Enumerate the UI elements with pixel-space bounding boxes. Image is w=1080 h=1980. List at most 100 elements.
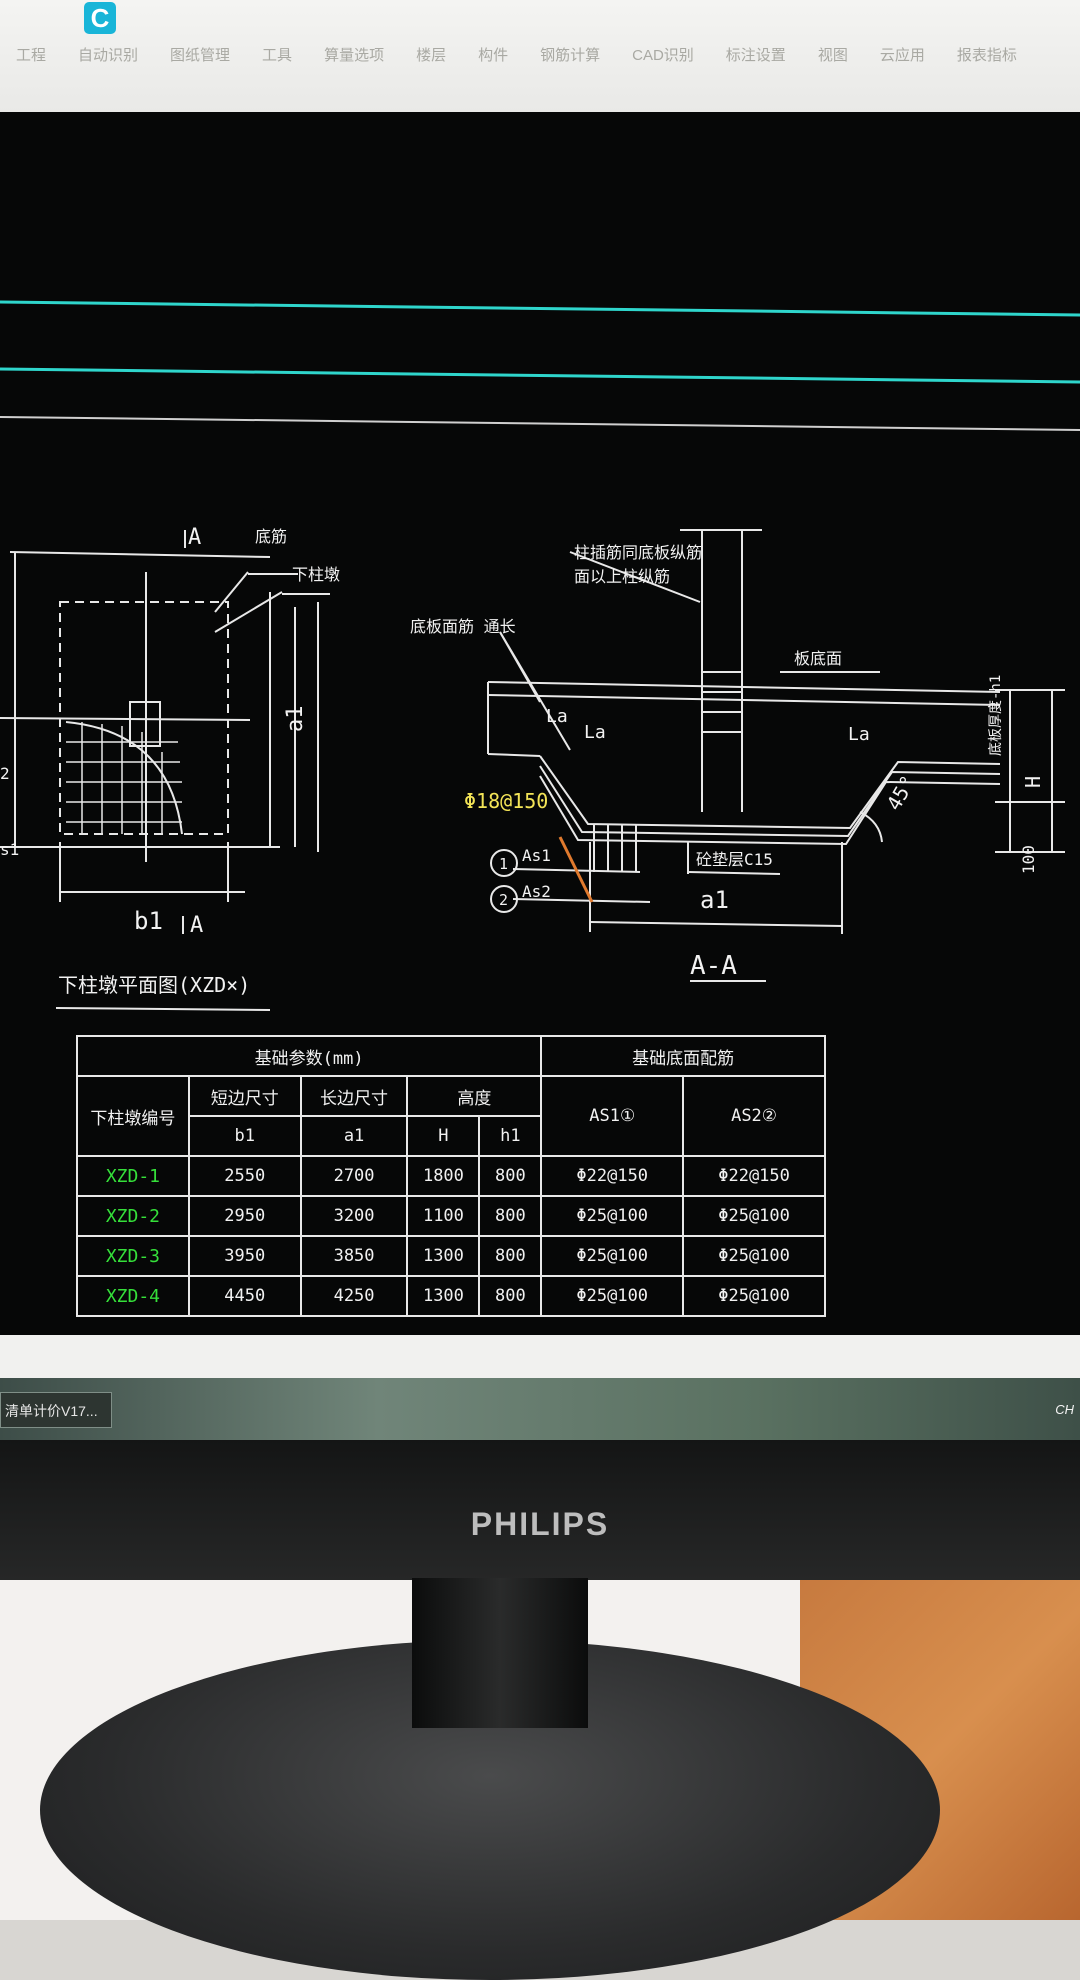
rebar-highlight bbox=[558, 836, 594, 903]
table-group-params: 基础参数(mm) bbox=[75, 1035, 543, 1077]
monitor-brand-logo: PHILIPS bbox=[470, 1506, 610, 1542]
monitor-bezel bbox=[0, 1440, 1080, 1580]
plan-section-mark-bottom: A bbox=[190, 913, 203, 938]
plan-view bbox=[0, 530, 330, 1011]
table-sub-h1: h1 bbox=[478, 1115, 543, 1157]
table-cell-h1: 800 bbox=[478, 1275, 543, 1317]
table-col-id: 下柱墩编号 bbox=[76, 1075, 190, 1157]
table-cell-H: 1300 bbox=[406, 1235, 481, 1277]
ribbon-menu-item[interactable]: 图纸管理 bbox=[170, 47, 231, 64]
table-cell-id: XZD-3 bbox=[76, 1235, 190, 1277]
section-label-a1: a1 bbox=[700, 886, 729, 914]
section-label-h1: 底板厚度-h1 bbox=[988, 675, 1004, 756]
plan-label-b1: b1 bbox=[134, 907, 163, 935]
plan-label-bottom: 底筋 bbox=[255, 527, 287, 546]
cad-canvas[interactable]: A A 底筋 下柱墩 b1 a1 2 s1 下柱墩平面图(XZD×) bbox=[0, 112, 1080, 1337]
section-circle1-text: 1 bbox=[499, 855, 508, 873]
app-logo-icon[interactable]: C bbox=[84, 2, 116, 34]
taskbar-item[interactable]: 清单计价V17... bbox=[0, 1392, 112, 1428]
table-cell-a1: 3200 bbox=[299, 1195, 409, 1237]
tray-language[interactable]: CH bbox=[1055, 1402, 1074, 1417]
section-label-pad: 砼垫层C15 bbox=[696, 850, 773, 869]
plan-section-mark-top: A bbox=[188, 525, 201, 550]
ribbon-menu-item[interactable]: 云应用 bbox=[879, 47, 925, 64]
table-cell-id: XZD-2 bbox=[76, 1195, 190, 1237]
table-cell-b1: 2950 bbox=[187, 1195, 302, 1237]
taskbar: 清单计价V17... CH bbox=[0, 1378, 1080, 1440]
cyan-line-1 bbox=[0, 300, 1080, 317]
section-label-slab: 板底面 bbox=[794, 649, 842, 668]
table-col-short: 短边尺寸 bbox=[187, 1075, 302, 1117]
ribbon-menu-item[interactable]: 工具 bbox=[262, 47, 293, 64]
table-cell-id: XZD-1 bbox=[76, 1155, 190, 1197]
table-sub-H: H bbox=[406, 1115, 481, 1157]
table-cell-as1: Φ22@150 bbox=[540, 1155, 685, 1197]
table-col-long: 长边尺寸 bbox=[299, 1075, 409, 1117]
table-col-as1: AS1① bbox=[540, 1075, 685, 1157]
table-cell-b1: 4450 bbox=[187, 1275, 302, 1317]
table-cell-H: 1300 bbox=[406, 1275, 481, 1317]
ribbon-menu-item[interactable]: 自动识别 bbox=[78, 47, 139, 64]
section-label-top-note: 柱插筋同底板纵筋 bbox=[574, 543, 702, 562]
table-cell-as1: Φ25@100 bbox=[540, 1235, 685, 1277]
cyan-line-2 bbox=[0, 367, 1080, 384]
plan-label-2: 2 bbox=[0, 764, 10, 783]
ribbon-menu-item[interactable]: CAD识别 bbox=[632, 47, 694, 64]
plan-caption: 下柱墩平面图(XZD×) bbox=[58, 973, 250, 997]
section-label-top-note2: 面以上柱纵筋 bbox=[574, 567, 670, 586]
table-col-as2: AS2② bbox=[682, 1075, 826, 1157]
section-label-la3: La bbox=[848, 724, 870, 745]
plan-label-col: 下柱墩 bbox=[292, 565, 340, 584]
table-cell-as2: Φ25@100 bbox=[682, 1235, 826, 1277]
section-circle2-text: 2 bbox=[499, 891, 508, 909]
plan-label-a1: a1 bbox=[283, 706, 308, 733]
ribbon-menu-item[interactable]: 视图 bbox=[817, 47, 848, 64]
table-cell-b1: 3950 bbox=[187, 1235, 302, 1277]
ribbon-menu-item[interactable]: 标注设置 bbox=[725, 47, 786, 64]
table-cell-as1: Φ25@100 bbox=[540, 1275, 685, 1317]
gray-line bbox=[0, 416, 1080, 431]
section-label-side: 底板面筋 通长 bbox=[410, 617, 516, 636]
table-cell-H: 1800 bbox=[406, 1155, 481, 1197]
monitor-stand-neck bbox=[412, 1578, 588, 1728]
table-cell-id: XZD-4 bbox=[76, 1275, 190, 1317]
table-cell-as2: Φ22@150 bbox=[682, 1155, 826, 1197]
screen-bottom-strip bbox=[0, 1335, 1080, 1378]
cad-drawing-area[interactable]: A A 底筋 下柱墩 b1 a1 2 s1 下柱墩平面图(XZD×) bbox=[0, 112, 1080, 1337]
ribbon-menu-item[interactable]: 工程 bbox=[16, 47, 47, 64]
ribbon-menu-item[interactable]: 算量选项 bbox=[324, 47, 385, 64]
table-cell-H: 1100 bbox=[406, 1195, 481, 1237]
table-cell-b1: 2550 bbox=[187, 1155, 302, 1197]
ribbon-menu: 工程 自动识别 图纸管理 工具 算量选项 楼层 构件 钢筋计算 CAD识别 标注设置 视图 云应用 报表… bbox=[0, 44, 1080, 72]
section-title: A-A bbox=[690, 951, 737, 981]
table-cell-as1: Φ25@100 bbox=[540, 1195, 685, 1237]
ribbon-menu-item[interactable]: 报表指标 bbox=[956, 47, 1017, 64]
table-cell-h1: 800 bbox=[478, 1155, 543, 1197]
section-view bbox=[487, 529, 1065, 982]
section-label-la2: La bbox=[584, 722, 606, 743]
table-cell-a1: 2700 bbox=[299, 1155, 409, 1197]
ribbon-menu-item[interactable]: 构件 bbox=[478, 47, 509, 64]
table-group-rebar: 基础底面配筋 bbox=[540, 1035, 826, 1077]
ribbon-menu-item[interactable]: 楼层 bbox=[416, 47, 447, 64]
app-ribbon: C 工程 自动识别 图纸管理 工具 算量选项 楼层 构件 钢筋计算 CAD识别 标注设置 视图 云应用… bbox=[0, 0, 1080, 112]
table-cell-h1: 800 bbox=[478, 1235, 543, 1277]
table-cell-a1: 3850 bbox=[299, 1235, 409, 1277]
table-cell-as2: Φ25@100 bbox=[682, 1275, 826, 1317]
section-label-la1: La bbox=[546, 706, 568, 727]
table-cell-a1: 4250 bbox=[299, 1275, 409, 1317]
ribbon-menu-item[interactable]: 钢筋计算 bbox=[540, 47, 601, 64]
section-label-as1: As1 bbox=[522, 846, 551, 865]
section-label-as2: As2 bbox=[522, 882, 551, 901]
table-cell-h1: 800 bbox=[478, 1195, 543, 1237]
table-col-height: 高度 bbox=[406, 1075, 543, 1117]
section-label-100: 100 bbox=[1019, 845, 1038, 874]
table-sub-a1: a1 bbox=[299, 1115, 409, 1157]
table-sub-b1: b1 bbox=[187, 1115, 302, 1157]
section-label-h: H bbox=[1021, 776, 1045, 788]
table-cell-as2: Φ25@100 bbox=[682, 1195, 826, 1237]
